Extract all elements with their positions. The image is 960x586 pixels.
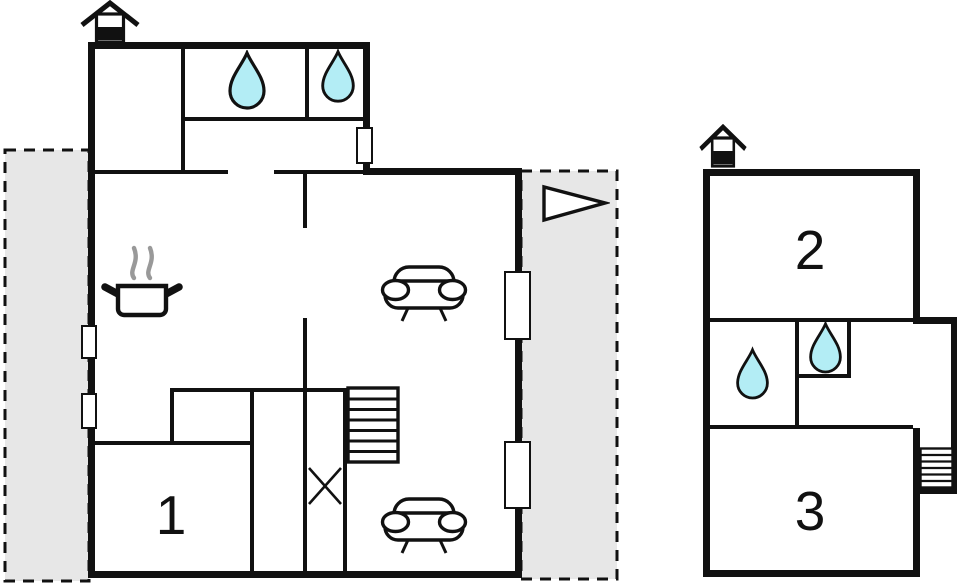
direction-arrow-icon (542, 184, 610, 223)
terrace-right (519, 169, 619, 581)
water-drop-icon (809, 320, 842, 374)
outer-wall-top (703, 169, 920, 176)
water-drop-icon (736, 346, 769, 400)
staircase-icon (346, 386, 400, 464)
room1-label: 1 (155, 484, 187, 546)
wall-segment (250, 392, 254, 571)
water-drop-icon (228, 50, 266, 110)
wall-segment (847, 322, 851, 378)
outer-wall-right-upper (913, 169, 920, 324)
wall-segment (170, 388, 350, 392)
window (356, 127, 373, 164)
wall-segment (274, 170, 367, 174)
wall-segment (710, 318, 913, 322)
wall-segment (795, 322, 799, 425)
wall-segment (95, 441, 254, 445)
wall-segment (181, 45, 185, 172)
wall-segment (710, 425, 913, 429)
outer-wall-bottom (703, 570, 920, 577)
window (504, 441, 531, 509)
outer-wall-step (363, 168, 522, 175)
stove-pot-icon (101, 245, 183, 318)
outer-wall-upper-right (363, 42, 370, 175)
wall-segment (305, 45, 309, 121)
wall-segment (303, 174, 307, 228)
staircase-icon (919, 447, 954, 489)
water-drop-icon (321, 47, 355, 103)
wall-segment (95, 170, 228, 174)
outer-wall-right (515, 168, 522, 578)
room3-label: 3 (794, 480, 826, 542)
wall-segment (170, 392, 174, 443)
outer-wall-bottom (88, 571, 522, 578)
sofa-icon (380, 265, 468, 322)
outer-wall-top (88, 42, 370, 49)
chimney-icon (80, 0, 140, 44)
outer-wall-bump-bottom (913, 487, 957, 494)
door-cross-icon (308, 467, 342, 505)
terrace-left (3, 148, 91, 583)
window (81, 393, 97, 429)
outer-wall-left (703, 169, 710, 577)
wall-segment (303, 318, 307, 571)
chimney-icon (699, 124, 747, 168)
window (504, 271, 531, 340)
room2-label: 2 (794, 219, 826, 281)
wall-segment (795, 374, 851, 378)
wall-segment (343, 392, 347, 571)
sofa-icon (380, 497, 468, 554)
window (81, 325, 97, 359)
outer-wall-right-lower (913, 428, 920, 577)
outer-wall-left (88, 42, 95, 578)
wall-segment (181, 117, 367, 121)
outer-wall-bump-right (951, 317, 957, 494)
outer-wall-bump-top (913, 317, 957, 324)
